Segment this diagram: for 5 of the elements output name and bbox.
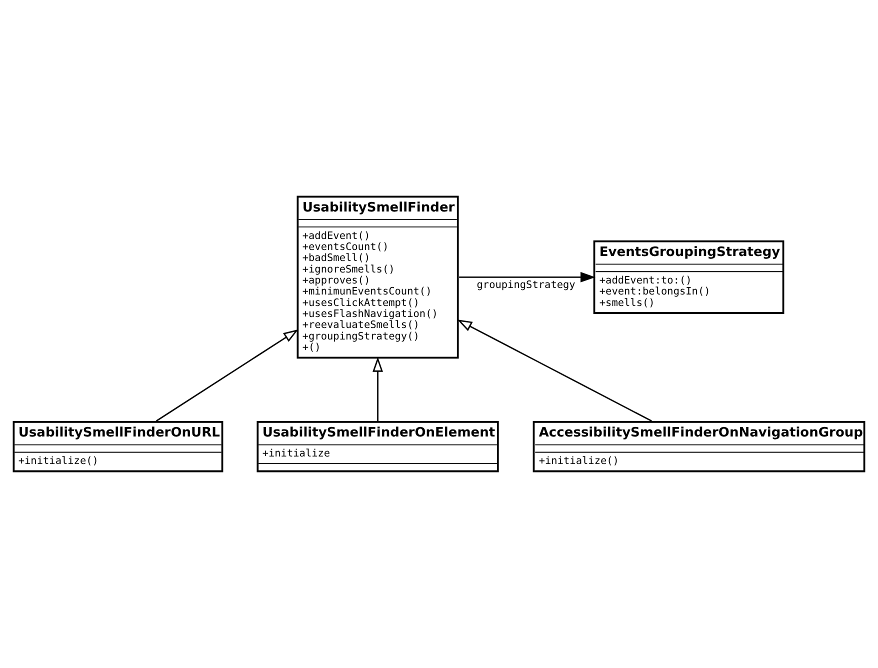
arrow xyxy=(457,320,652,422)
arrow xyxy=(459,272,596,282)
arrow xyxy=(372,356,383,421)
arrow xyxy=(156,329,298,422)
edge-label: groupingStrategy xyxy=(476,279,576,292)
